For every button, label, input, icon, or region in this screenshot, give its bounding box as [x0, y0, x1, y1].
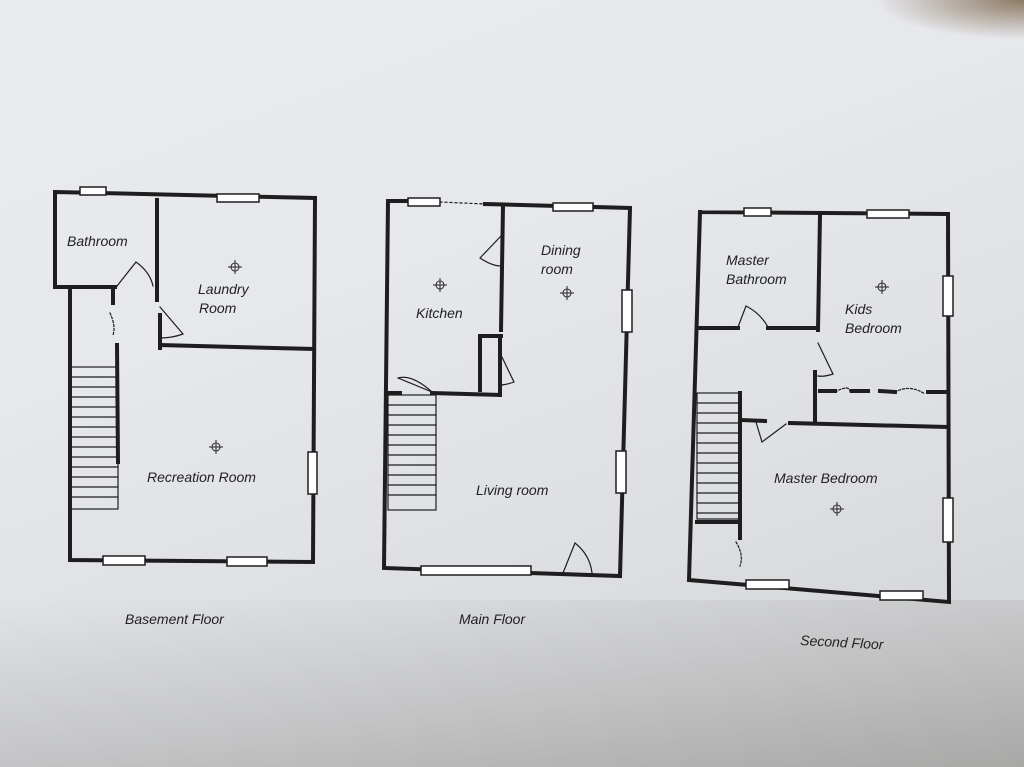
- basement-laundry-bottom-wall: [157, 342, 316, 352]
- room-label-kitchen: Kitchen: [416, 305, 463, 321]
- second-windows: [743, 207, 954, 601]
- main-floor-plan: [381, 198, 633, 579]
- main-stairs: [387, 394, 437, 511]
- main-outer-wall: [381, 198, 633, 579]
- second-bath-right-wall: [815, 212, 823, 333]
- room-label-dining-room: room: [541, 261, 573, 277]
- light-fixtures: [209, 260, 889, 516]
- caption-second-floor: Second Floor: [800, 632, 885, 652]
- room-label-dining: Dining: [541, 242, 581, 258]
- room-label-kids-bedroom: Bedroom: [845, 320, 902, 336]
- basement-floor-plan: [53, 189, 318, 565]
- room-label-laundry-room: Room: [199, 300, 237, 316]
- room-label-bathroom: Bathroom: [67, 233, 128, 249]
- caption-basement-floor: Basement Floor: [125, 611, 225, 627]
- room-label-kids: Kids: [845, 301, 872, 317]
- main-kitchen-wall: [498, 203, 506, 333]
- caption-main-floor: Main Floor: [459, 611, 526, 627]
- second-master-bedroom-wall: [787, 420, 949, 430]
- basement-stairs: [69, 366, 119, 510]
- room-label-master-bedroom: Master Bedroom: [774, 470, 878, 486]
- basement-outer-wall: [53, 189, 318, 565]
- room-label-living-room: Living room: [476, 482, 549, 498]
- room-label-laundry: Laundry: [198, 281, 250, 297]
- main-windows: [407, 197, 633, 576]
- basement-doors: [109, 261, 185, 339]
- second-stairs: [696, 392, 741, 520]
- basement-windows: [79, 186, 318, 567]
- room-label-master-bathroom: Bathroom: [726, 271, 787, 287]
- main-doors: [397, 235, 593, 574]
- room-label-master: Master: [726, 252, 770, 268]
- room-label-recreation-room: Recreation Room: [147, 469, 256, 485]
- second-outer-wall: [686, 209, 952, 605]
- second-doors: [735, 305, 926, 567]
- paper-corner: [874, 0, 1024, 40]
